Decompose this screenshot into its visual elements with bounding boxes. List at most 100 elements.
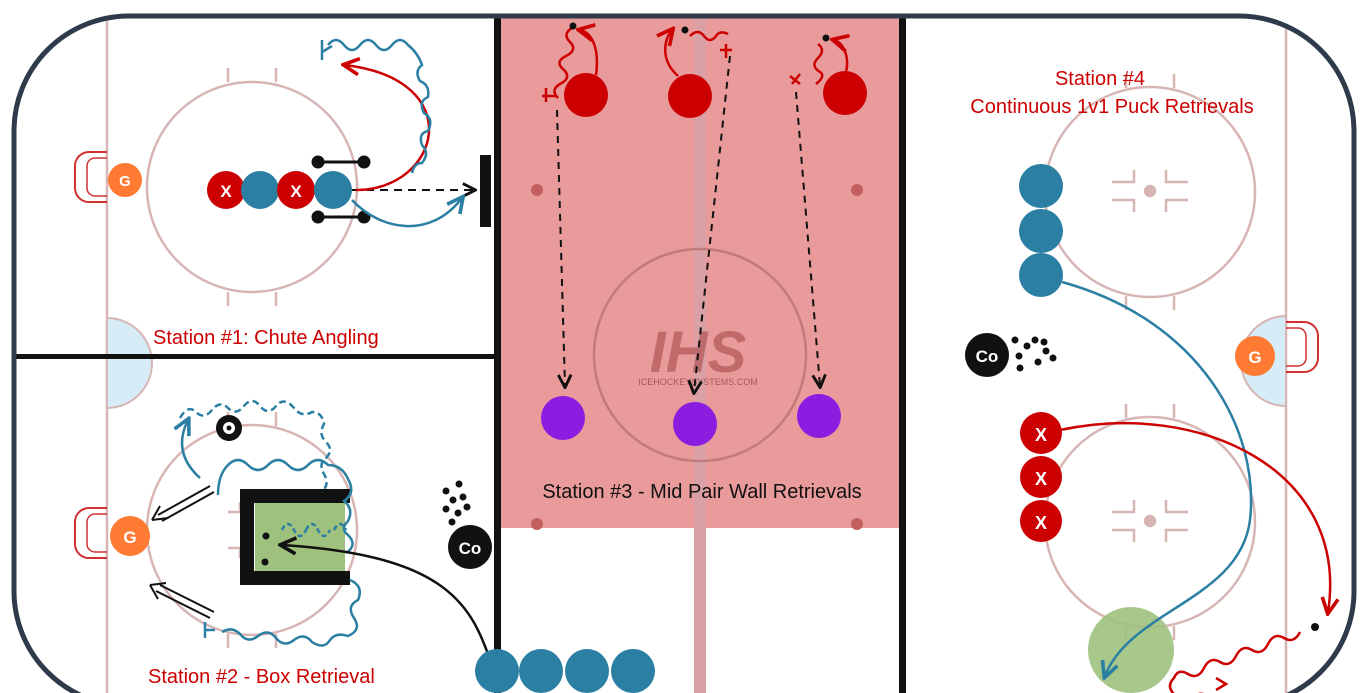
attacker-marker <box>1019 253 1063 297</box>
defender-label: X <box>220 182 232 201</box>
divider-right <box>899 16 906 693</box>
station-3: Station #3 - Mid Pair Wall Retrievals <box>541 22 867 503</box>
attacker-marker <box>1019 209 1063 253</box>
goalie-marker <box>110 516 150 556</box>
puck-carry-path-red <box>553 26 575 99</box>
defender-marker <box>207 171 245 209</box>
puck-carry-path-blue <box>221 578 361 647</box>
neutral-zone-dots <box>531 184 863 530</box>
attacker-marker <box>475 649 519 693</box>
skate-path-arrow <box>182 420 201 479</box>
station-4-subtitle: Continuous 1v1 Puck Retrievals <box>970 96 1253 118</box>
player-purple-marker <box>541 396 585 440</box>
defender-label: X <box>1035 513 1047 533</box>
coach-label: Co <box>459 539 482 558</box>
puck-pile-icon <box>1011 336 1057 372</box>
player-red-marker <box>564 73 608 117</box>
attacker-marker <box>241 171 279 209</box>
attacker-marker <box>519 649 563 693</box>
skate-path-red <box>580 30 599 76</box>
player-purple-marker <box>673 402 717 446</box>
puck-carry-start-mark <box>320 40 333 60</box>
defender-label: X <box>1035 425 1047 445</box>
goalie-label: G <box>1248 348 1261 367</box>
rink-boards <box>11 13 1357 693</box>
retrieval-area <box>1088 607 1174 693</box>
attacker-marker <box>565 649 609 693</box>
puck-icon <box>261 532 270 566</box>
goal-net-inner-icon <box>86 513 107 553</box>
goalie-pass-arrows <box>149 485 215 619</box>
goal-net-icon <box>74 151 107 203</box>
skate-path-blue <box>1061 280 1253 676</box>
waiting-players-line <box>475 649 655 693</box>
goalie-marker <box>1235 336 1275 376</box>
puck-icon <box>1311 623 1319 631</box>
coach-marker <box>448 525 492 569</box>
defender-marker <box>1020 456 1062 498</box>
skate-path-red <box>834 40 847 73</box>
pass-line <box>795 91 820 386</box>
skate-path-red <box>665 30 679 77</box>
station-1: G X X Station #1: Chute Angling <box>74 38 491 349</box>
coach-marker <box>965 333 1009 377</box>
attacker-marker <box>314 171 352 209</box>
puck-carry-path-red <box>1168 631 1302 693</box>
station-3-label: Station #3 - Mid Pair Wall Retrievals <box>542 481 861 503</box>
chute-bar-icon <box>311 155 371 224</box>
center-red-line <box>694 16 706 693</box>
pass-line <box>694 55 731 392</box>
skate-path-red <box>345 65 431 192</box>
goalie-marker <box>108 163 142 197</box>
puck-carry-end-mark <box>720 44 732 58</box>
defender-marker <box>277 171 315 209</box>
attacker-marker <box>1019 164 1063 208</box>
divider-station-1-2 <box>14 354 498 359</box>
logo-main-text: IHS <box>650 320 747 385</box>
skate-path-red <box>1059 421 1330 612</box>
puck-icon <box>569 22 830 42</box>
puck-carry-path-dashed <box>178 399 332 493</box>
player-purple-marker <box>797 394 841 438</box>
goal-net-icon <box>74 507 107 559</box>
puck-carry-path-blue <box>327 38 432 174</box>
defender-label: X <box>1035 469 1047 489</box>
goal-crease-left <box>106 316 153 410</box>
coach-label: Co <box>976 347 999 366</box>
retrieval-box <box>255 503 345 575</box>
goalie-label: G <box>119 173 131 190</box>
defender-marker <box>1020 412 1062 454</box>
goal-net-inner-icon <box>1286 327 1307 367</box>
station-4: Station #4 Continuous 1v1 Puck Retrieval… <box>965 68 1330 693</box>
station-1-label: Station #1: Chute Angling <box>153 327 379 349</box>
defender-marker <box>1020 500 1062 542</box>
puck-carry-path-red <box>813 43 824 85</box>
skate-path-blue <box>351 198 462 228</box>
center-ice-circle <box>592 247 808 463</box>
target-board-icon <box>480 155 491 227</box>
puck-carry-end-mark <box>1215 676 1229 692</box>
goal-net-icon <box>1286 321 1319 373</box>
puck-carry-path-red <box>689 30 729 42</box>
player-red-marker <box>823 71 867 115</box>
station-4-title: Station #4 <box>1055 68 1145 90</box>
puck-carry-end-mark <box>789 73 801 85</box>
puck-carry-start-mark <box>203 622 215 638</box>
retrieval-box-frame <box>240 489 350 585</box>
puck-carry-path-blue <box>216 458 354 555</box>
attacker-marker <box>611 649 655 693</box>
faceoff-circle-left-top <box>145 68 359 306</box>
player-red-marker <box>668 74 712 118</box>
pylon-center-icon <box>226 425 232 431</box>
dump-in-line <box>282 545 492 661</box>
goal-net-inner-icon <box>86 157 107 197</box>
logo-sub-text: ICEHOCKEYSYSTEMS.COM <box>638 377 758 387</box>
goalie-label: G <box>123 528 136 547</box>
station-2-label: Station #2 - Box Retrieval <box>148 666 375 688</box>
defender-label: X <box>290 182 302 201</box>
station-2: G Co <box>74 399 492 688</box>
puck-pile-icon <box>442 480 471 526</box>
puck-carry-end-mark <box>542 88 556 102</box>
tight-turn-path <box>280 522 348 538</box>
